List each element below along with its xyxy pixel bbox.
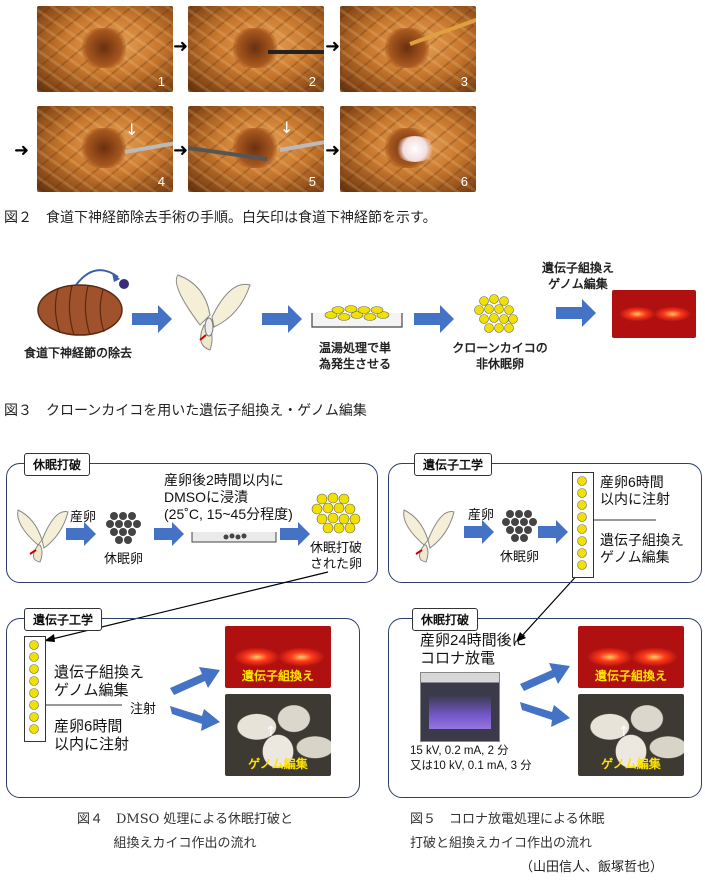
- fig2-photo-3: 3: [340, 6, 476, 92]
- fig4-caption: 図４ DMSO 処理による休眠打破と 組換えカイコ作出の流れ: [76, 812, 294, 851]
- arrow-right-icon: [414, 305, 454, 333]
- fig4-bottom-tag: 遺伝子工学: [24, 608, 103, 631]
- needle-icon: [46, 704, 122, 706]
- white-arrow-icon: ↓: [125, 120, 139, 139]
- photo-number: 2: [308, 74, 316, 89]
- photo-label: 遺伝子組換え: [241, 669, 314, 683]
- fig5-caption: 図５ コロナ放電処理による休眠 打破と組換えカイコ作出の流れ: [410, 812, 605, 851]
- fig2-photo-4: ↓ 4: [37, 106, 173, 192]
- white-arrow-icon: ↑: [618, 724, 630, 740]
- fig4-top-moth: [17, 509, 69, 563]
- fig5-arrows-top: [464, 520, 568, 544]
- fig4-top-tag: 休眠打破: [24, 453, 91, 476]
- fig3-diagram: [37, 269, 596, 351]
- pupa-icon: [37, 284, 123, 336]
- fig4-diapause-label: 休眠卵: [104, 551, 144, 566]
- label-genome: 遺伝子組換え ゲノム編集: [541, 261, 614, 291]
- fig2-photo-5: ↓ 5: [188, 106, 324, 192]
- fig5-corona-text: 産卵24時間後に コロナ放電: [420, 632, 527, 667]
- fig4-arrows-top: [66, 522, 310, 546]
- moth-icon: [175, 274, 251, 351]
- photo-number: 5: [308, 174, 316, 189]
- fig4-lay-label: 産卵: [70, 509, 97, 524]
- arrow-right-icon: [170, 667, 220, 695]
- arrow-right-icon: [464, 520, 494, 544]
- petri-dish-icon: [311, 305, 403, 328]
- fig3-caption: 図３ クローンカイコを用いた遺伝子組換え・ゲノム編集: [4, 403, 367, 419]
- arrow-right-icon: ➜: [14, 140, 30, 161]
- arrow-right-icon: ➜: [325, 140, 341, 161]
- fig4-broken-label: 休眠打破 された卵: [310, 540, 363, 571]
- corona-device-photo: [420, 672, 500, 742]
- fig5-needle-icon: [594, 519, 656, 521]
- fig2-caption: 図２ 食道下神経節除去手術の手順。白矢印は食道下神経節を示す。: [4, 210, 437, 226]
- fig4-inject-label: 注射: [130, 701, 157, 716]
- fig5-bottom-panel: [388, 618, 702, 798]
- fig2-photo-6: 6: [340, 106, 476, 192]
- fig5-top-panel: [388, 463, 702, 583]
- arrow-right-icon: [170, 706, 220, 731]
- white-arrow-icon: ↑: [265, 724, 277, 740]
- arrow-right-icon: [520, 702, 570, 727]
- broken-egg-cluster: [311, 492, 361, 534]
- label-clone: クローンカイコの 非休眠卵: [452, 341, 548, 371]
- fig4-bottom-panel: [6, 618, 360, 798]
- arrow-right-icon: ➜: [173, 36, 189, 57]
- fig5-top-tag: 遺伝子工学: [414, 453, 493, 476]
- photo-label: ゲノム編集: [601, 757, 661, 771]
- fig2-photo-2: 2: [188, 6, 324, 92]
- arrow-right-icon: [280, 522, 310, 546]
- fig4-photo-genome: ↑ ゲノム編集: [225, 694, 331, 776]
- fluorescent-moth-photo: [612, 290, 696, 338]
- photo-number: 4: [157, 174, 165, 189]
- fig4-within6: 産卵6時間 以内に注射: [54, 718, 130, 753]
- arrow-right-icon: [538, 520, 568, 544]
- arrow-right-icon: [154, 522, 184, 546]
- fig5-within6: 産卵6時間 以内に注射: [600, 474, 670, 507]
- arrow-right-icon: [132, 305, 172, 333]
- fig5-egg-column: [577, 476, 587, 570]
- fig5-params: 15 kV, 0.2 mA, 2 分 又は10 kV, 0.1 mA, 3 分: [410, 745, 532, 772]
- arrow-right-icon: ➜: [325, 36, 341, 57]
- diapause-egg-cluster: [106, 512, 141, 544]
- fig5-diapause-egg-cluster: [502, 510, 537, 542]
- fig5-photo-transgenic: 遺伝子組換え: [578, 626, 684, 688]
- fig4-egg-column: [29, 640, 39, 734]
- dmso-dish-icon: [191, 532, 277, 543]
- authors: （山田信人、飯塚哲也）: [520, 860, 664, 875]
- photo-label: 遺伝子組換え: [594, 669, 667, 683]
- fig5-branch-arrows: [520, 663, 570, 727]
- arrow-right-icon: [262, 305, 302, 333]
- ganglion-icon: [119, 279, 129, 289]
- fig4-dmso-text: 産卵後2時間以内に DMSOに浸漬 (25˚C, 15~45分程度): [164, 472, 293, 522]
- egg-cluster-icon: [474, 294, 518, 333]
- label-removal: 食道下神経節の除去: [23, 346, 132, 360]
- arrow-right-icon: [556, 299, 596, 327]
- photo-number: 6: [460, 174, 468, 189]
- fig5-photo-genome: ↑ ゲノム編集: [578, 694, 684, 776]
- fig5-diapause-label: 休眠卵: [500, 549, 540, 564]
- fig5-bottom-tag: 休眠打破: [412, 608, 479, 631]
- arrow-right-icon: ➜: [173, 140, 189, 161]
- fig4-top-panel: [6, 463, 378, 583]
- arrow-right-icon: [66, 522, 96, 546]
- fig5-top-moth: [403, 509, 455, 563]
- photo-number: 1: [157, 74, 165, 89]
- fig5-lay-label: 産卵: [468, 507, 495, 522]
- photo-label: ゲノム編集: [248, 757, 308, 771]
- fig4-genome-text: 遺伝子組換え ゲノム編集: [54, 664, 145, 699]
- fig4-branch-arrows: [170, 667, 220, 731]
- fig2-photo-1: 1: [37, 6, 173, 92]
- arrow-right-icon: [520, 663, 570, 691]
- fig4-photo-transgenic: 遺伝子組換え: [225, 626, 331, 688]
- label-warm: 温湯処理で単 為発生させる: [318, 341, 391, 371]
- fig5-genome-text: 遺伝子組換え ゲノム編集: [600, 532, 684, 565]
- white-arrow-icon: ↓: [280, 118, 294, 137]
- photo-number: 3: [460, 74, 468, 89]
